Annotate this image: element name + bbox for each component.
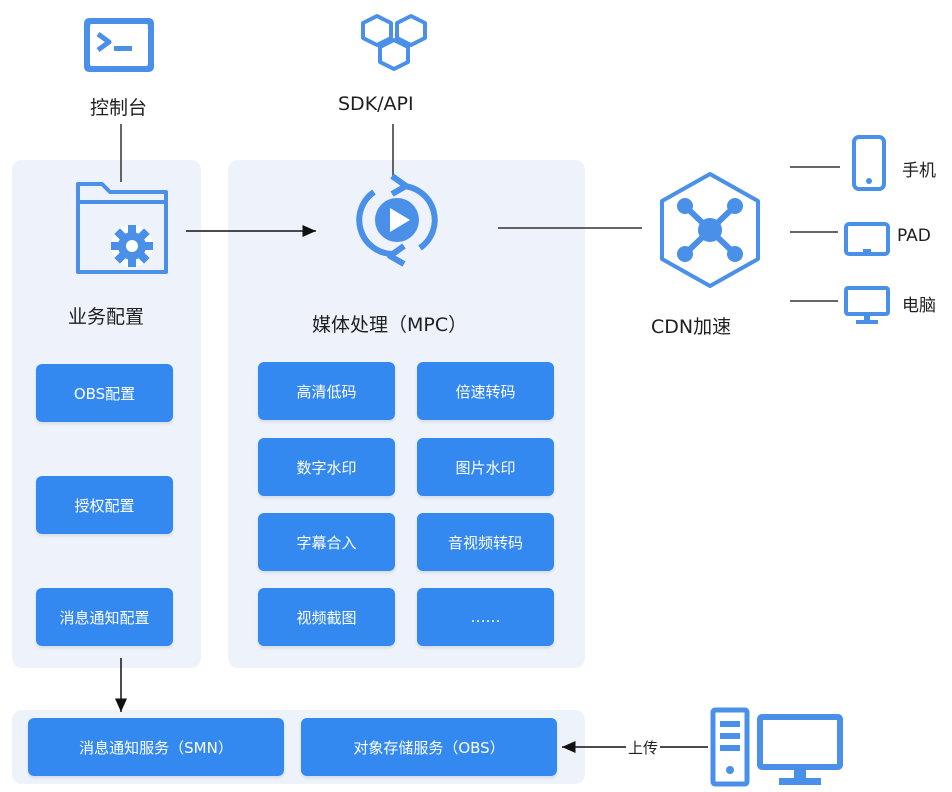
monitor-icon xyxy=(844,286,890,330)
obs-config-button[interactable]: OBS配置 xyxy=(36,364,173,422)
network-hub-icon xyxy=(657,170,763,294)
business-config-title: 业务配置 xyxy=(68,306,145,328)
notification-config-button[interactable]: 消息通知配置 xyxy=(36,588,173,646)
digital-watermark-button[interactable]: 数字水印 xyxy=(258,438,395,496)
console-label: 控制台 xyxy=(90,97,148,119)
upload-label: 上传 xyxy=(626,737,661,758)
video-snapshot-button[interactable]: 视频截图 xyxy=(258,588,395,646)
tablet-icon xyxy=(844,222,890,262)
obs-service-button[interactable]: 对象存储服务（OBS） xyxy=(301,718,557,776)
subtitle-merge-button[interactable]: 字幕合入 xyxy=(258,513,395,571)
media-play-icon xyxy=(352,172,442,272)
device-pc-label: 电脑 xyxy=(902,296,936,316)
more-button[interactable]: …… xyxy=(417,588,554,646)
mpc-title: 媒体处理（MPC） xyxy=(312,314,468,336)
auth-config-button[interactable]: 授权配置 xyxy=(36,476,173,534)
av-transcode-button[interactable]: 音视频转码 xyxy=(417,513,554,571)
smn-service-button[interactable]: 消息通知服务（SMN） xyxy=(28,718,284,776)
terminal-icon xyxy=(82,16,156,78)
speed-transcode-button[interactable]: 倍速转码 xyxy=(417,362,554,420)
device-pad-label: PAD xyxy=(897,226,931,246)
device-phone-label: 手机 xyxy=(902,161,936,181)
server-icon xyxy=(710,707,750,791)
desktop-monitor-icon xyxy=(757,714,843,792)
image-watermark-button[interactable]: 图片水印 xyxy=(417,438,554,496)
hexagon-cluster-icon xyxy=(357,10,433,84)
folder-gear-icon xyxy=(76,182,170,278)
sdk-api-label: SDK/API xyxy=(338,93,414,115)
cdn-label: CDN加速 xyxy=(651,316,732,338)
hd-low-bitrate-button[interactable]: 高清低码 xyxy=(258,362,395,420)
phone-icon xyxy=(852,135,886,195)
